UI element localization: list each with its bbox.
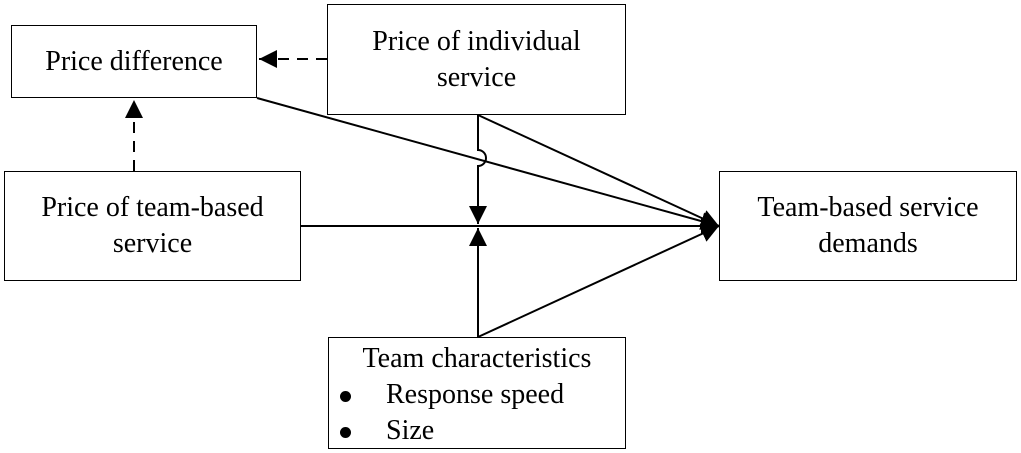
arrow-characteristics-to-demands: [477, 225, 720, 338]
demands-label-line-2: demands: [818, 228, 918, 259]
team-characteristic-item: Response speed: [329, 377, 625, 413]
arrow-difference-to-demands: [256, 97, 720, 230]
price-team-label-line-1: Price of team-based: [41, 192, 264, 223]
demands-label-line-1: Team-based service: [757, 192, 979, 223]
price-difference-box: Price difference: [11, 25, 257, 98]
team-characteristics-list: Response speed Size: [329, 377, 625, 449]
arrow-individual-to-demands: [477, 114, 720, 227]
team-characteristics-title: Team characteristics: [362, 343, 592, 374]
price-individual-label-line-2: service: [436, 61, 517, 93]
team-characteristic-item: Size: [329, 413, 625, 449]
price-team-label-line-2: service: [112, 228, 193, 259]
price-team-based-service-box: Price of team-based service: [4, 171, 301, 281]
team-characteristics-box: Team characteristics Response speed Size: [328, 337, 626, 449]
price-difference-label: Price difference: [45, 45, 223, 77]
arrow-individual-moderates-link: [469, 115, 487, 224]
price-individual-label-line-1: Price of individual: [372, 25, 581, 57]
team-based-service-demands-box: Team-based service demands: [719, 171, 1017, 281]
price-individual-service-box: Price of individual service: [327, 4, 626, 115]
